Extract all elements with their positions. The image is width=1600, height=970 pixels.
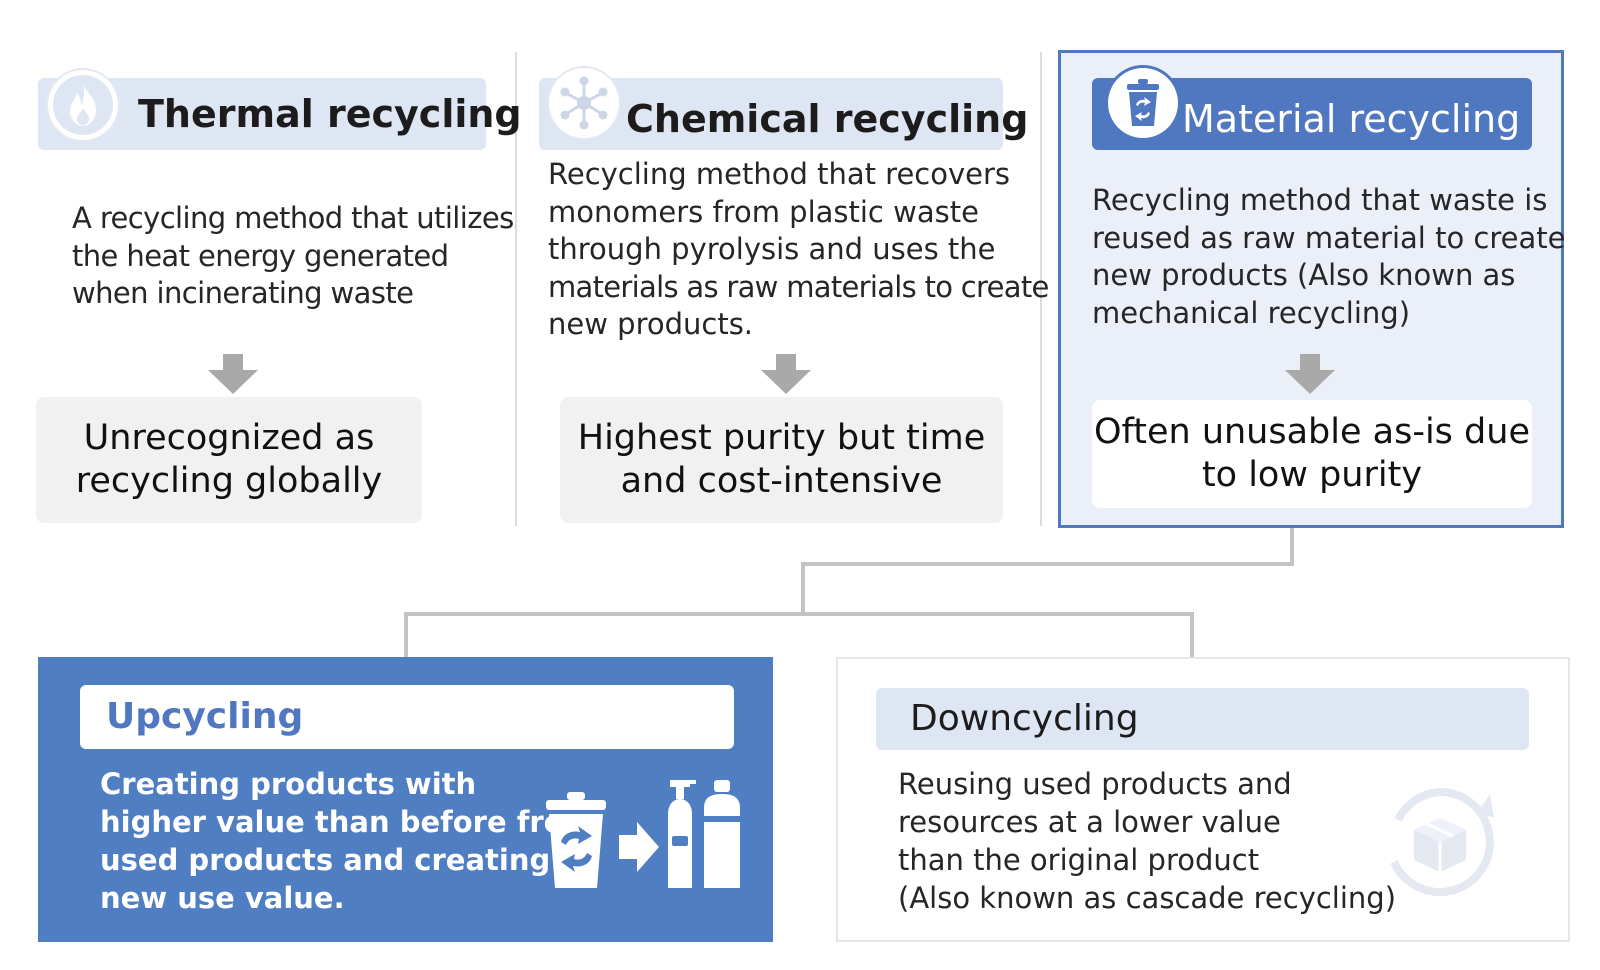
chemical-result: Highest purity but time and cost-intensi… — [560, 397, 1003, 523]
thermal-result-line-1: Unrecognized as — [83, 418, 375, 458]
chemical-result-line-1: Highest purity but time — [577, 418, 986, 458]
divider-2 — [1040, 52, 1042, 526]
bottles-icon — [668, 780, 740, 888]
upcycling-header: Upcycling — [80, 685, 734, 749]
downcycling-title: Downcycling — [910, 698, 1139, 739]
thermal-desc-line-3: when incinerating waste — [72, 276, 414, 310]
upcycling-desc-line-4: new use value. — [100, 881, 345, 915]
thermal-down-arrow — [208, 354, 258, 394]
downcycling-desc-line-2: resources at a lower value — [898, 805, 1281, 839]
downcycling-desc-line-3: than the original product — [898, 843, 1260, 877]
downcycling-description: Reusing used products and resources at a… — [898, 765, 1396, 917]
upcycling-desc-line-1: Creating products with — [100, 767, 477, 801]
chemical-result-line-2: and cost-intensive — [620, 461, 943, 501]
material-desc-line-2: reused as raw material to create — [1092, 220, 1566, 255]
chemical-desc-line-4: materials as raw materials to create — [548, 269, 1049, 304]
connector-to-upcycling — [404, 612, 408, 657]
connector-to-downcycling — [1190, 612, 1194, 657]
chemical-description: Recycling method that recovers monomers … — [548, 156, 1049, 344]
molecule-icon — [549, 68, 619, 138]
thermal-title: Thermal recycling — [138, 92, 522, 136]
material-description: Recycling method that waste is reused as… — [1092, 182, 1565, 332]
downcycling-header: Downcycling — [876, 688, 1529, 750]
flame-icon — [48, 70, 118, 140]
material-result-line-2: to low purity — [1201, 455, 1423, 495]
downcycling-desc-line-1: Reusing used products and — [898, 767, 1292, 801]
upcycling-desc-line-3: used products and creating — [100, 843, 551, 877]
thermal-desc-line-2: the heat energy generated — [72, 238, 449, 273]
material-result: Often unusable as-is due to low purity — [1092, 400, 1532, 508]
material-result-line-1: Often unusable as-is due — [1094, 412, 1530, 452]
connector-down-from-material — [1290, 528, 1294, 566]
material-desc-line-3: new products (Also known as — [1092, 258, 1516, 292]
upcycling-title: Upcycling — [106, 696, 304, 737]
thermal-result: Unrecognized as recycling globally — [36, 397, 422, 523]
chemical-desc-line-1: Recycling method that recovers — [548, 157, 1011, 191]
downcycling-desc-line-4: (Also known as cascade recycling) — [898, 881, 1397, 915]
upcycling-desc-line-2: higher value than before from — [100, 805, 594, 839]
connector-upper-horizontal — [801, 562, 1294, 566]
material-desc-line-4: mechanical recycling) — [1092, 295, 1411, 330]
chemical-desc-line-5: new products. — [548, 307, 754, 341]
material-title: Material recycling — [1182, 97, 1521, 141]
material-down-arrow — [1285, 354, 1335, 394]
connector-center-vertical — [801, 562, 805, 614]
arrow-right-icon — [619, 822, 659, 872]
thermal-desc-line-1: A recycling method that utilizes — [72, 201, 514, 235]
connector-lower-horizontal — [404, 612, 1194, 616]
chemical-desc-line-3: through pyrolysis and uses the — [548, 232, 996, 266]
thermal-result-line-2: recycling globally — [75, 461, 383, 501]
chemical-desc-line-2: monomers from plastic waste — [548, 194, 979, 229]
material-desc-line-1: Recycling method that waste is — [1092, 183, 1548, 217]
thermal-description: A recycling method that utilizes the hea… — [72, 200, 514, 313]
chemical-title: Chemical recycling — [626, 97, 1029, 141]
upcycling-description: Creating products with higher value than… — [100, 765, 594, 917]
recycle-bin-icon — [546, 792, 606, 888]
recycle-bin-icon — [1108, 68, 1178, 138]
box-cycle-icon — [1390, 788, 1494, 896]
chemical-down-arrow — [761, 354, 811, 394]
divider-1 — [515, 52, 517, 526]
